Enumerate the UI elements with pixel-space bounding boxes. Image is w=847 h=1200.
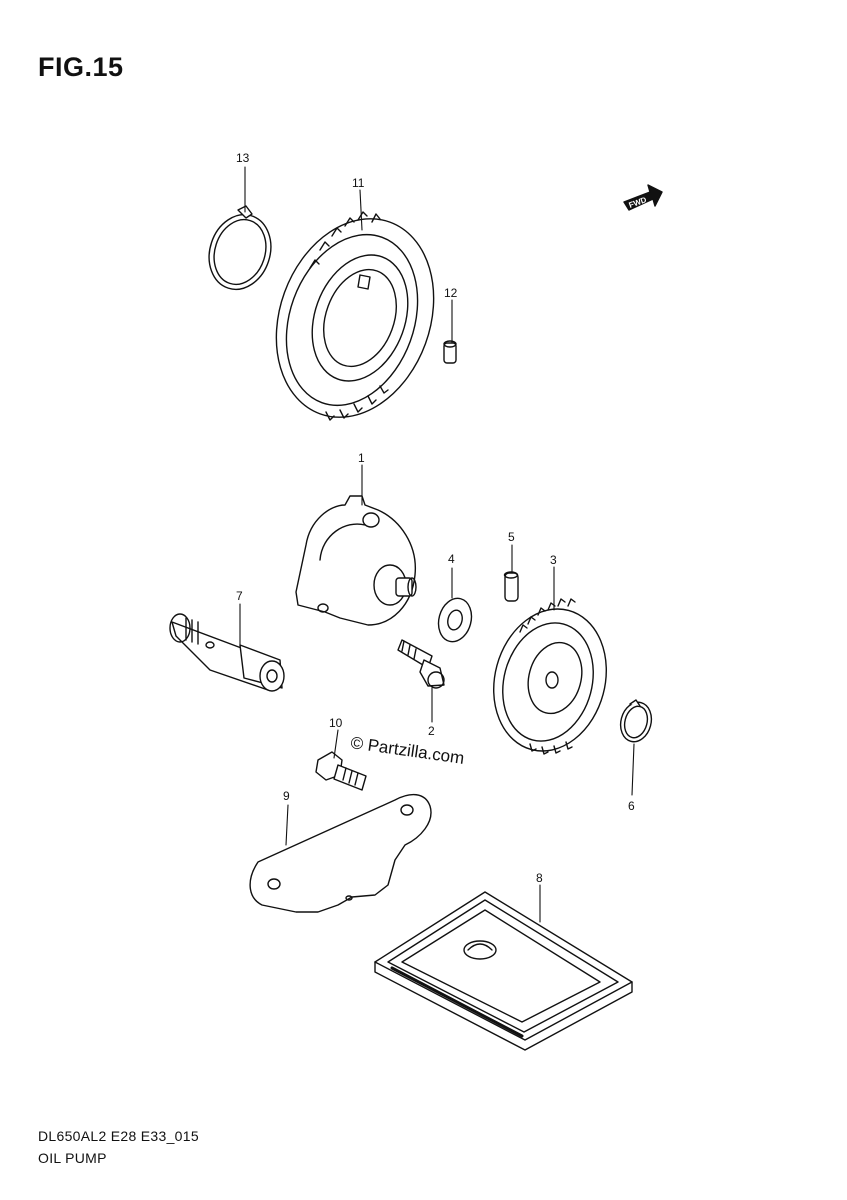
fwd-arrow-icon bbox=[623, 184, 663, 211]
part-9-plate[interactable] bbox=[249, 793, 432, 913]
callout-9: 9 bbox=[283, 789, 290, 803]
callout-3: 3 bbox=[550, 553, 557, 567]
callout-4: 4 bbox=[448, 552, 455, 566]
callout-1: 1 bbox=[358, 451, 365, 465]
part-7-fitting[interactable] bbox=[169, 613, 285, 692]
callout-5: 5 bbox=[508, 530, 515, 544]
callout-7: 7 bbox=[236, 589, 243, 603]
part-10-bolt[interactable] bbox=[315, 751, 367, 791]
figure-title: FIG.15 bbox=[38, 52, 124, 82]
fwd-label: FWD bbox=[628, 195, 648, 210]
leader-lines bbox=[239, 166, 635, 923]
callout-13: 13 bbox=[236, 151, 250, 165]
part-2-bolt[interactable] bbox=[397, 639, 445, 689]
callout-11: 11 bbox=[352, 176, 365, 190]
part-8-strainer[interactable] bbox=[374, 891, 633, 1051]
part-3-gear[interactable] bbox=[478, 596, 622, 764]
part-1-oil-pump-assy[interactable] bbox=[295, 495, 417, 626]
part-11-oil-pump-driven-gear[interactable] bbox=[250, 196, 461, 439]
part-13-circlip[interactable] bbox=[200, 205, 281, 297]
callout-6: 6 bbox=[628, 799, 635, 813]
part-4-washer[interactable] bbox=[434, 595, 476, 646]
callout-12: 12 bbox=[444, 286, 458, 300]
callout-10: 10 bbox=[329, 716, 343, 730]
part-6-circlip[interactable] bbox=[616, 699, 655, 745]
watermark: © Partzilla.com bbox=[349, 733, 465, 768]
callout-8: 8 bbox=[536, 871, 543, 885]
section-name: OIL PUMP bbox=[38, 1150, 107, 1166]
callout-2: 2 bbox=[428, 724, 435, 738]
model-code: DL650AL2 E28 E33_015 bbox=[38, 1128, 199, 1144]
part-12-pin[interactable] bbox=[443, 340, 457, 364]
part-5-pin[interactable] bbox=[503, 571, 519, 602]
